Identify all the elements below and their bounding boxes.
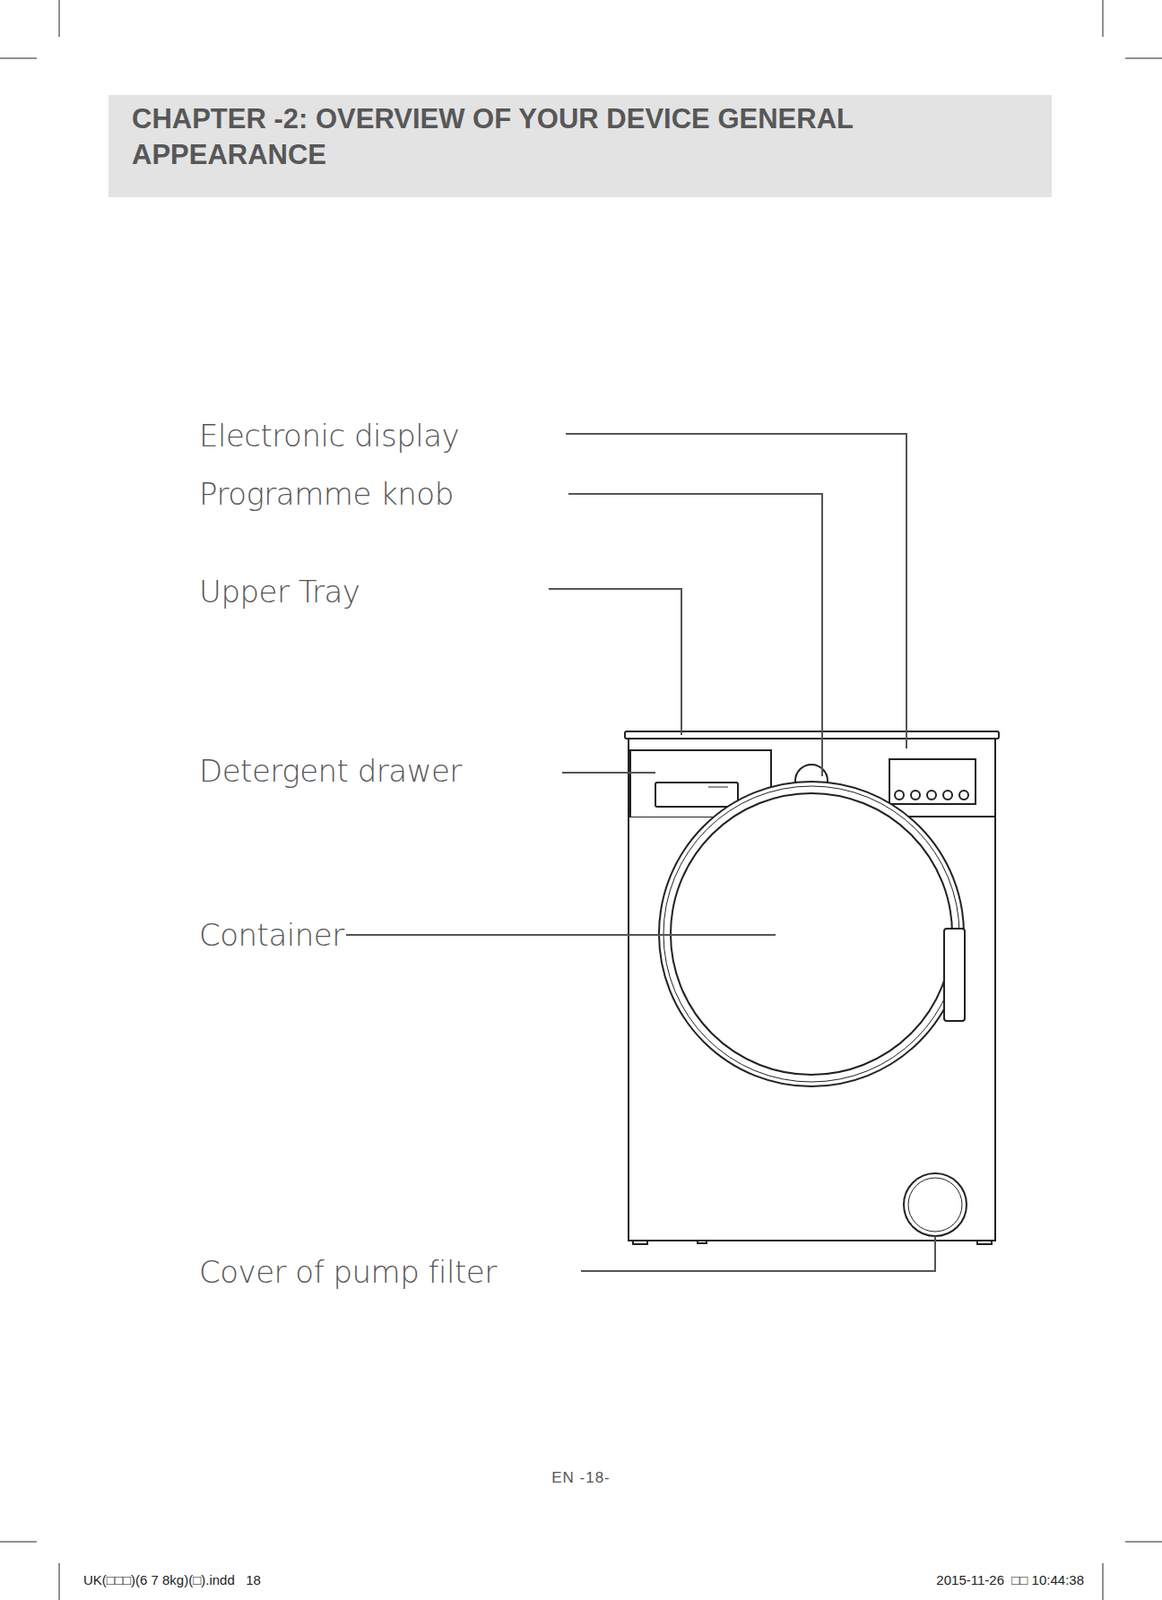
- part-label: Cover of pump filter: [197, 1254, 499, 1291]
- print-footer: 2015-11-26 □□ 10:44:38: [936, 1572, 1084, 1588]
- machine: [624, 731, 999, 1245]
- part-label: Container: [197, 917, 347, 954]
- leader-lines: [344, 433, 936, 1272]
- part-label: Programme knob: [197, 476, 456, 512]
- part-label: Upper Tray: [197, 573, 362, 610]
- chapter-title: CHAPTER -2: OVERVIEW OF YOUR DEVICE GENE…: [131, 101, 921, 174]
- page-number: EN -18-: [551, 1469, 611, 1488]
- print-footer: UK(□□□)(6 7 8kg)(□).indd 18: [83, 1572, 261, 1588]
- part-label: Detergent drawer: [197, 753, 464, 790]
- part-label: Electronic display: [197, 417, 461, 454]
